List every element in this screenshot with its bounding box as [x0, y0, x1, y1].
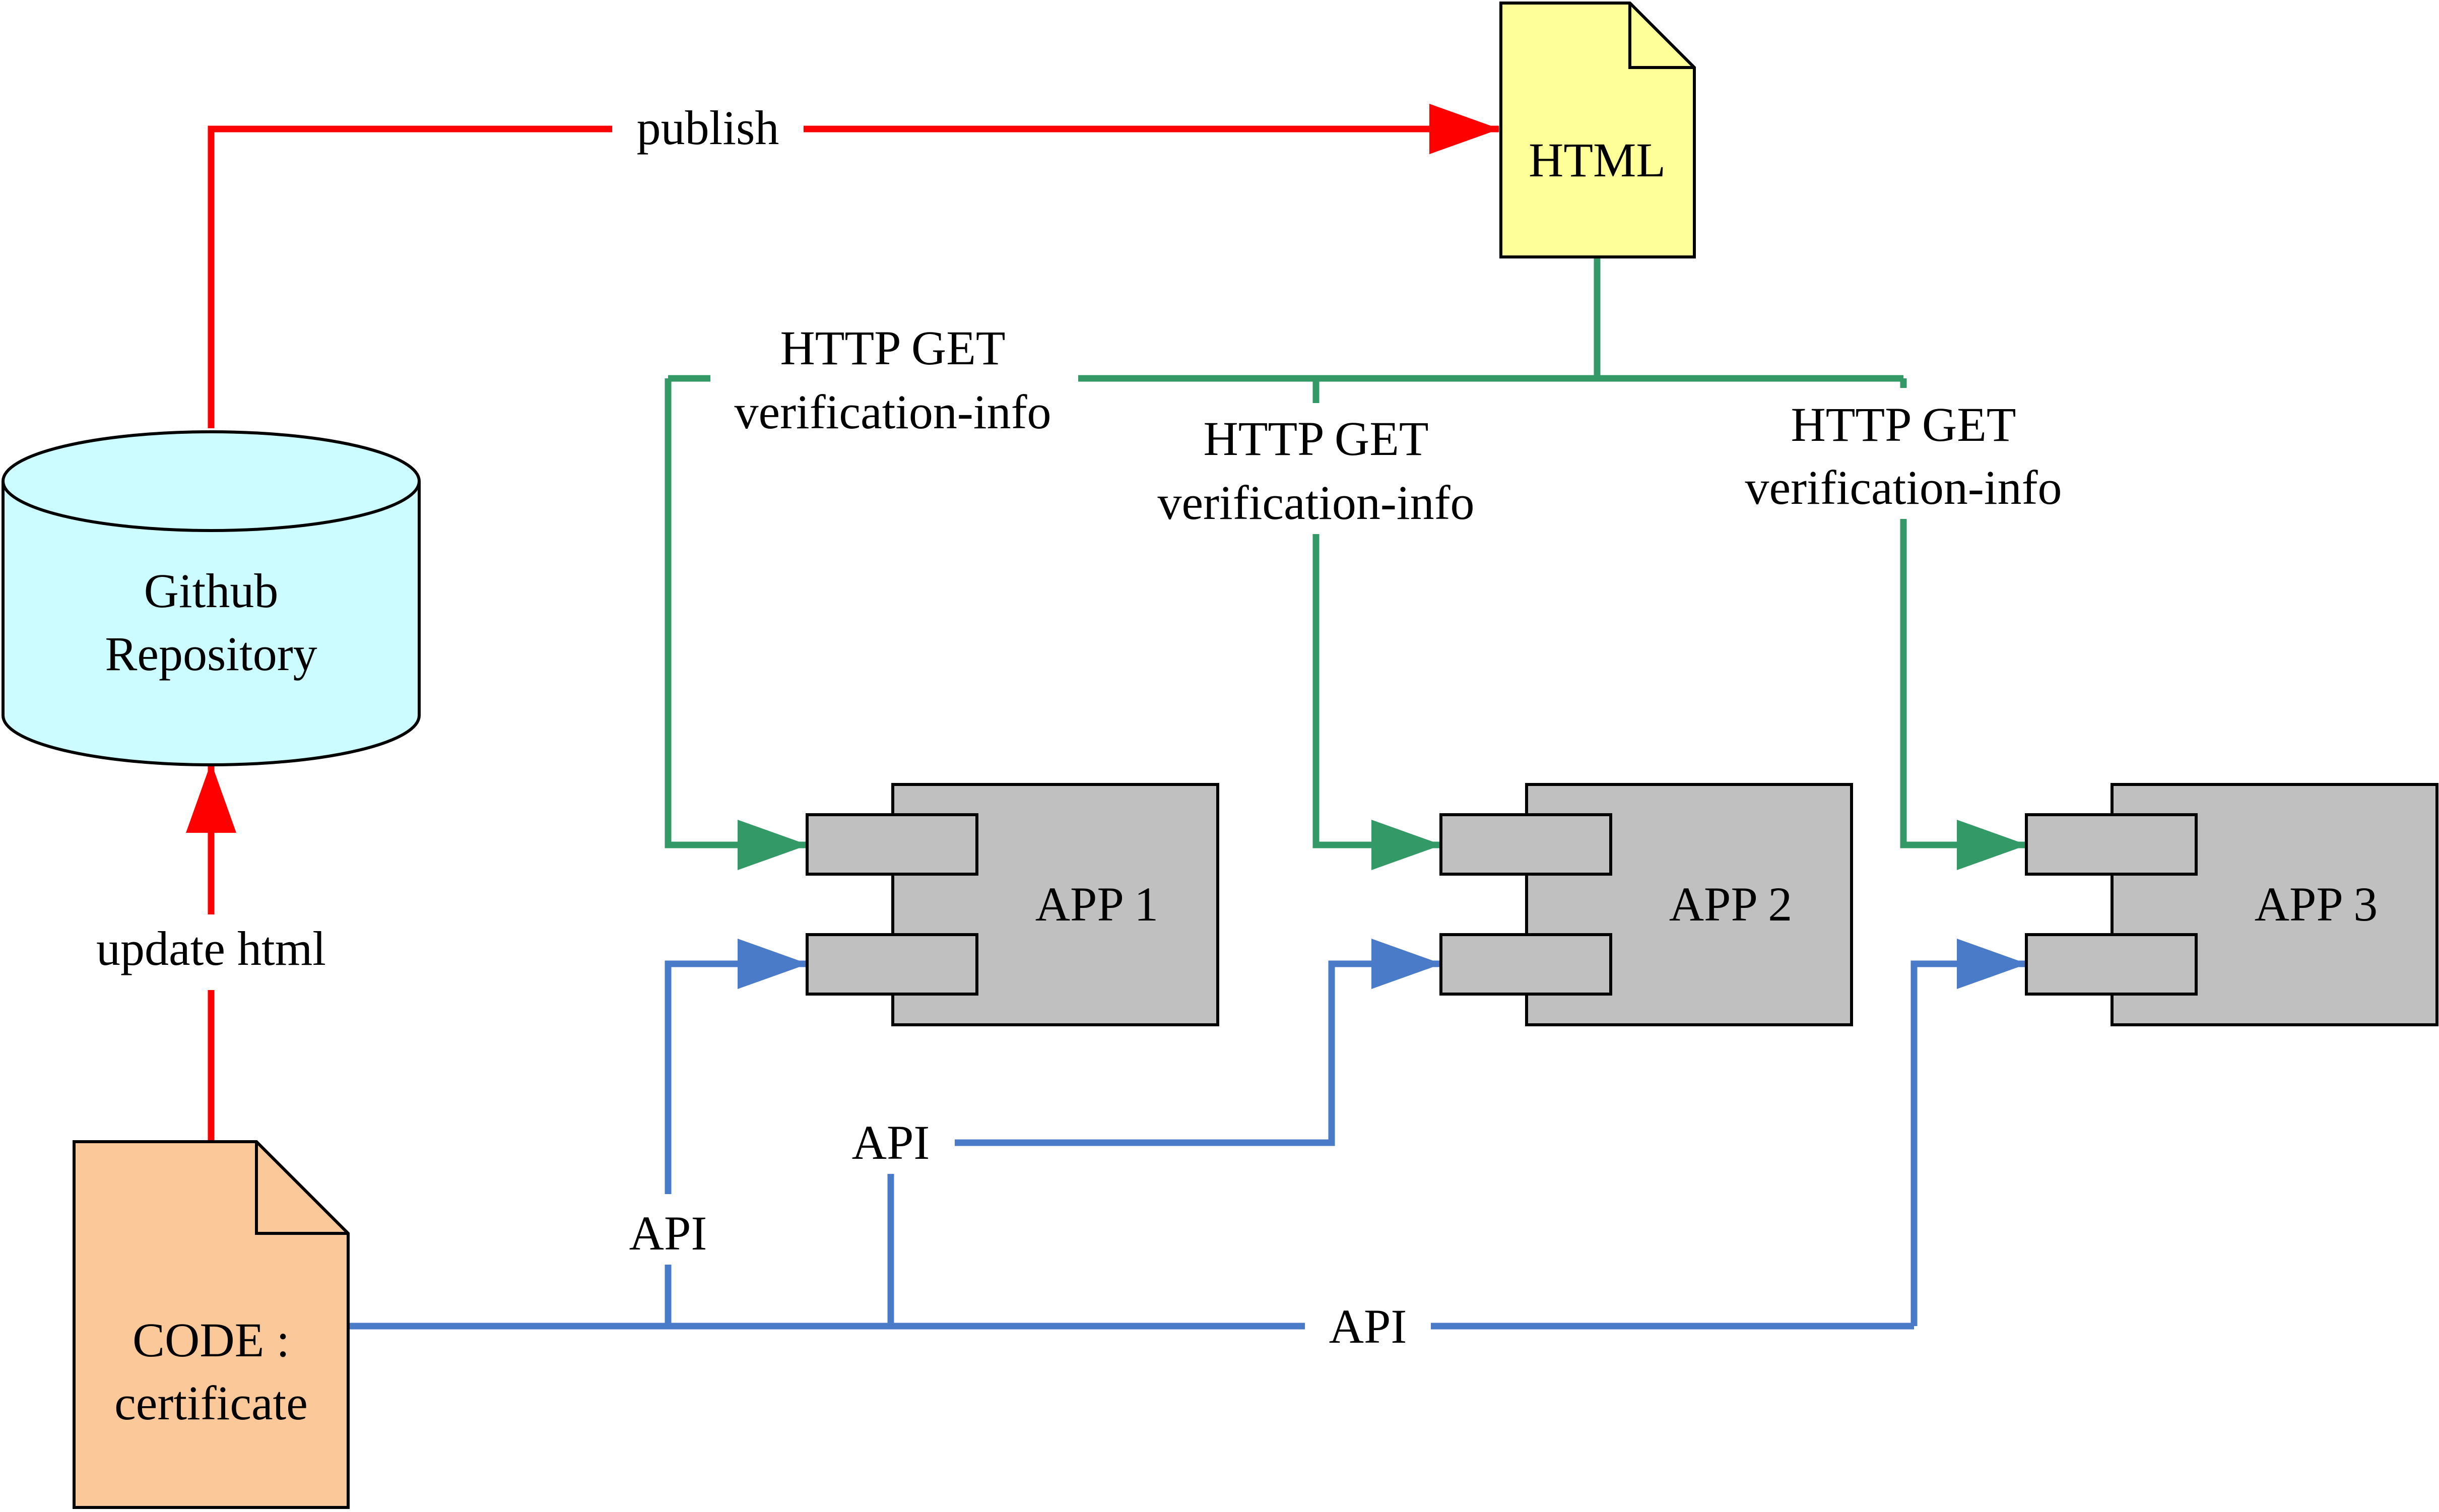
api-connector-app3 [1910, 939, 2027, 1326]
http-get-app3-line1: HTTP GET [1791, 398, 2016, 451]
app-2-label: APP 2 [1669, 877, 1793, 931]
app-3-label: APP 3 [2255, 877, 2378, 931]
publish-label: publish [637, 101, 779, 155]
api-connector-app1 [665, 939, 808, 1326]
publish-connector [208, 104, 1500, 428]
app-2-port-bottom [1439, 933, 1612, 996]
http-get-connector-app3 [1900, 378, 2027, 870]
app-2-node: APP 2 [1439, 783, 1853, 1026]
code-certificate-label-line2: certificate [114, 1376, 308, 1430]
code-certificate-label-line1: CODE : [133, 1313, 290, 1367]
html-document-node: HTML [1499, 2, 1696, 258]
http-get-app3-line2: verification-info [1745, 461, 2062, 514]
http-get-app2-line1: HTTP GET [1203, 412, 1428, 466]
html-document-label: HTML [1529, 133, 1666, 187]
app-3-node: APP 3 [2025, 783, 2438, 1026]
app-1-port-bottom [806, 933, 978, 996]
update-html-label: update html [96, 922, 326, 975]
app-2-port-top [1439, 813, 1612, 876]
github-repository-node: Github Repository [2, 430, 421, 766]
app-1-label: APP 1 [1035, 877, 1159, 931]
http-get-app1-line1: HTTP GET [780, 321, 1005, 375]
app-1-node: APP 1 [806, 783, 1219, 1026]
app-3-port-top [2025, 813, 2198, 876]
github-repository-label-line1: Github [144, 564, 279, 618]
http-get-app1-line2: verification-info [734, 385, 1051, 439]
code-certificate-node: CODE : certificate [73, 1140, 350, 1509]
app-1-port-top [806, 813, 978, 876]
app-3-port-bottom [2025, 933, 2198, 996]
api-label-app2: API [852, 1115, 930, 1169]
http-get-connector-app1 [665, 378, 808, 870]
http-get-app2-line2: verification-info [1157, 476, 1474, 530]
api-connector-app2 [887, 939, 1442, 1326]
github-repository-label-line2: Repository [105, 627, 317, 681]
api-label-app1: API [629, 1206, 707, 1260]
api-label-app3: API [1329, 1299, 1407, 1353]
